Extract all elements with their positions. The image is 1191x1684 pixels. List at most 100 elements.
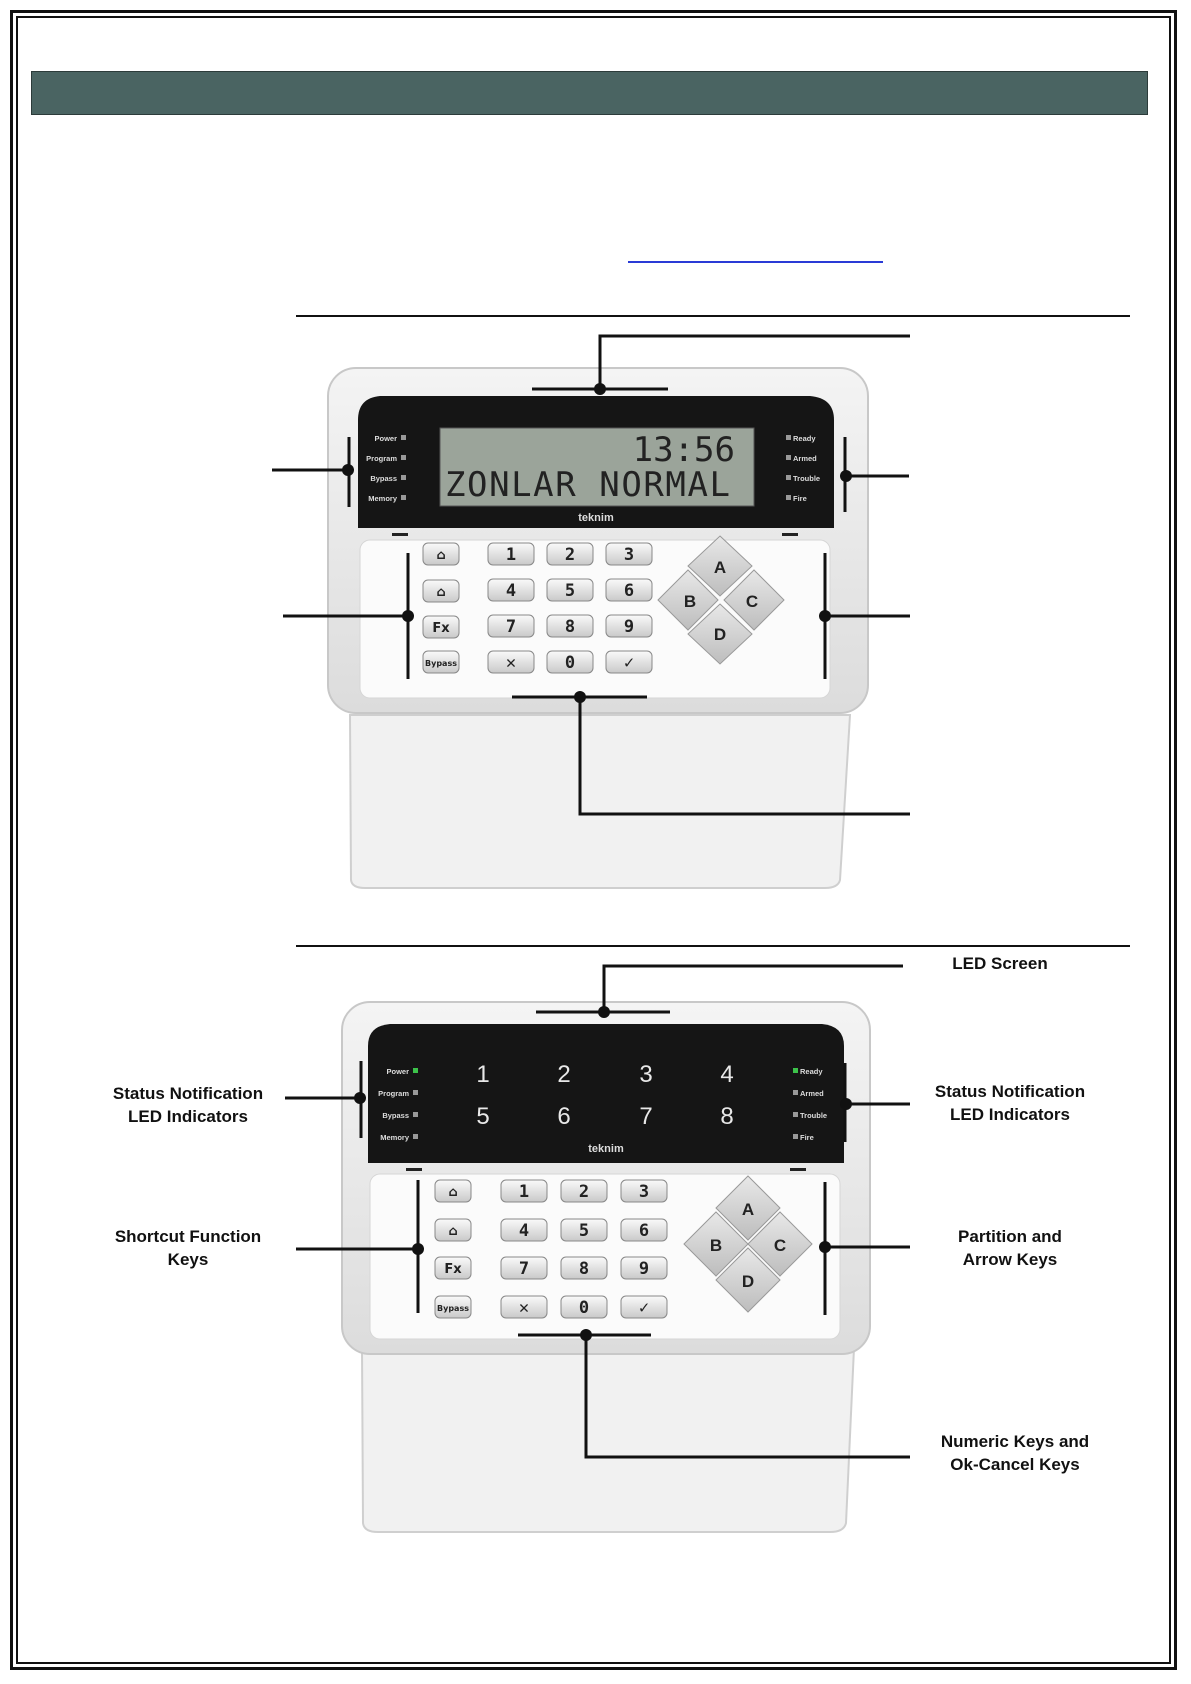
key-9[interactable] bbox=[620, 1256, 668, 1280]
cancel-key[interactable] bbox=[500, 1295, 548, 1319]
lcd-line-1: 13:56 bbox=[633, 430, 735, 470]
key-6[interactable] bbox=[620, 1218, 668, 1242]
stay-arm-key[interactable] bbox=[422, 542, 460, 566]
callout-status-right: Status Notification LED Indicators bbox=[934, 1082, 1086, 1124]
arrow-key-d[interactable] bbox=[687, 603, 753, 665]
key-0[interactable] bbox=[560, 1295, 608, 1319]
stay-arm-key[interactable] bbox=[434, 1179, 472, 1203]
svg-text:D: D bbox=[742, 1272, 754, 1291]
zone-2: 2 bbox=[557, 1061, 570, 1088]
led-program bbox=[413, 1090, 418, 1095]
svg-text:3: 3 bbox=[624, 545, 634, 565]
led-program bbox=[401, 455, 406, 460]
svg-text:3: 3 bbox=[639, 1182, 649, 1202]
key-3[interactable] bbox=[605, 542, 653, 566]
key-1[interactable] bbox=[487, 542, 535, 566]
key-7[interactable] bbox=[500, 1256, 548, 1280]
svg-text:0: 0 bbox=[579, 1298, 589, 1318]
svg-text:A: A bbox=[714, 558, 726, 577]
section-divider-led bbox=[296, 945, 1130, 947]
led-label-armed: Armed bbox=[793, 454, 817, 463]
arrow-key-d[interactable] bbox=[715, 1247, 781, 1313]
svg-text:C: C bbox=[774, 1236, 786, 1255]
callout-led-screen: LED Screen bbox=[952, 954, 1048, 973]
bypass-key[interactable] bbox=[434, 1295, 472, 1319]
led-bypass bbox=[401, 475, 406, 480]
arrow-key-a[interactable] bbox=[687, 535, 753, 597]
svg-text:5: 5 bbox=[579, 1221, 589, 1241]
svg-text:7: 7 bbox=[506, 617, 516, 637]
arrow-key-a[interactable] bbox=[715, 1175, 781, 1241]
zone-7: 7 bbox=[639, 1103, 652, 1130]
led-trouble bbox=[793, 1112, 798, 1117]
arrow-key-b[interactable] bbox=[657, 569, 719, 631]
key-1[interactable] bbox=[500, 1179, 548, 1203]
cancel-key[interactable] bbox=[487, 650, 535, 674]
svg-text:6: 6 bbox=[624, 581, 634, 601]
key-6[interactable] bbox=[605, 578, 653, 602]
section-divider-lcd bbox=[296, 315, 1130, 317]
led-keypad: 1 2 3 4 5 6 7 8 teknim Power Program Byp… bbox=[338, 998, 878, 1543]
led-power bbox=[401, 435, 406, 440]
led-fire bbox=[793, 1134, 798, 1139]
keypad-lid bbox=[348, 714, 852, 889]
svg-text:5: 5 bbox=[565, 581, 575, 601]
led-label-trouble: Trouble bbox=[793, 474, 820, 483]
key-9[interactable] bbox=[605, 614, 653, 638]
fx-key[interactable] bbox=[422, 615, 460, 639]
lcd-keypad: 13:56 ZONLAR NORMAL teknim Power Program… bbox=[320, 360, 880, 900]
key-8[interactable] bbox=[560, 1256, 608, 1280]
svg-text:0: 0 bbox=[565, 653, 575, 673]
svg-text:2: 2 bbox=[579, 1182, 589, 1202]
callout-numeric-keys: Numeric Keys and Ok-Cancel Keys bbox=[940, 1432, 1090, 1474]
led-label-ready: Ready bbox=[793, 434, 816, 443]
key-3[interactable] bbox=[620, 1179, 668, 1203]
hyperlink-underline[interactable] bbox=[628, 261, 883, 263]
led-armed bbox=[793, 1090, 798, 1095]
check-icon: ✓ bbox=[624, 653, 634, 673]
arrow-key-c[interactable] bbox=[723, 569, 785, 631]
key-4[interactable] bbox=[487, 578, 535, 602]
led-trouble bbox=[786, 475, 791, 480]
svg-text:B: B bbox=[710, 1236, 722, 1255]
key-0[interactable] bbox=[546, 650, 594, 674]
cancel-icon: ✕ bbox=[519, 1298, 529, 1318]
brand-logo: teknim bbox=[588, 1143, 624, 1155]
key-7[interactable] bbox=[487, 614, 535, 638]
display-panel bbox=[368, 1024, 844, 1163]
ok-key[interactable] bbox=[620, 1295, 668, 1319]
led-label-power: Power bbox=[386, 1067, 409, 1076]
person-home-icon: ⌂ bbox=[448, 1185, 457, 1200]
svg-text:B: B bbox=[684, 592, 696, 611]
zone-3: 3 bbox=[639, 1061, 652, 1088]
away-arm-key[interactable] bbox=[434, 1218, 472, 1242]
key-5[interactable] bbox=[546, 578, 594, 602]
zone-1: 1 bbox=[476, 1061, 489, 1088]
page-border-inner bbox=[16, 16, 1171, 1664]
home-lock-icon: ⌂ bbox=[436, 585, 445, 600]
led-label-memory: Memory bbox=[380, 1133, 410, 1142]
key-2[interactable] bbox=[560, 1179, 608, 1203]
led-label-program: Program bbox=[378, 1089, 409, 1098]
callout-status-left: Status Notification LED Indicators bbox=[112, 1084, 264, 1126]
zone-6: 6 bbox=[557, 1103, 570, 1130]
arrow-key-b[interactable] bbox=[683, 1211, 749, 1277]
key-4[interactable] bbox=[500, 1218, 548, 1242]
led-bypass bbox=[413, 1112, 418, 1117]
led-memory bbox=[413, 1134, 418, 1139]
svg-text:4: 4 bbox=[519, 1221, 529, 1241]
led-memory bbox=[401, 495, 406, 500]
home-lock-icon: ⌂ bbox=[448, 1224, 457, 1239]
page-border bbox=[10, 10, 1177, 1670]
led-label-memory: Memory bbox=[368, 494, 398, 503]
bypass-key[interactable] bbox=[422, 650, 460, 674]
ok-key[interactable] bbox=[605, 650, 653, 674]
fx-key[interactable] bbox=[434, 1256, 472, 1280]
key-5[interactable] bbox=[560, 1218, 608, 1242]
led-label-bypass: Bypass bbox=[370, 474, 397, 483]
arrow-key-c[interactable] bbox=[747, 1211, 813, 1277]
key-8[interactable] bbox=[546, 614, 594, 638]
lcd-screen bbox=[439, 427, 755, 507]
key-2[interactable] bbox=[546, 542, 594, 566]
away-arm-key[interactable] bbox=[422, 579, 460, 603]
